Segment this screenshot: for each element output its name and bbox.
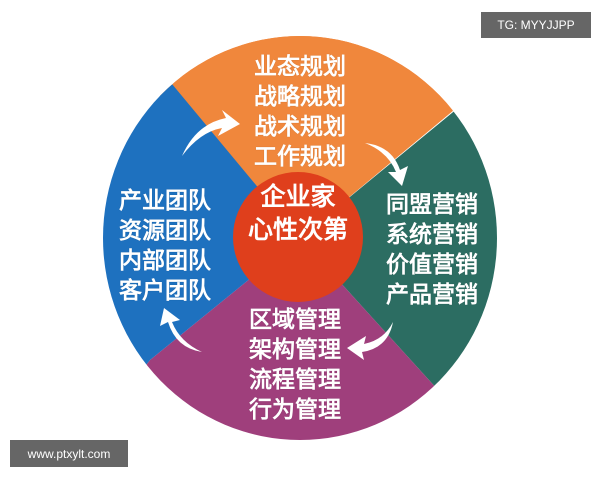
section-top-planning: 业态规划 战略规划 战术规划 工作规划 — [254, 52, 346, 172]
arrow-icon-left-to-top — [182, 110, 240, 156]
right-line: 系统营销 — [386, 222, 478, 248]
bottom-line: 架构管理 — [249, 337, 341, 363]
left-line: 资源团队 — [119, 218, 211, 244]
right-line: 价值营销 — [386, 252, 478, 278]
center-title: 企业家 心性次第 — [233, 180, 363, 246]
center-line: 企业家 — [260, 182, 336, 211]
right-line: 产品营销 — [386, 282, 478, 308]
segment-bottom — [103, 238, 497, 440]
center-circle — [233, 172, 363, 302]
left-line: 产业团队 — [119, 188, 211, 214]
right-line: 同盟营销 — [386, 192, 478, 218]
left-line: 客户团队 — [119, 278, 211, 304]
segment-top-fill — [170, 36, 460, 238]
section-left-teams: 产业团队 资源团队 内部团队 客户团队 — [119, 186, 211, 306]
segment-left — [103, 36, 300, 440]
arrow-icon-top-to-right — [365, 143, 408, 186]
center-line: 心性次第 — [247, 215, 348, 244]
bottom-line: 流程管理 — [249, 367, 341, 393]
section-right-marketing: 同盟营销 系统营销 价值营销 产品营销 — [386, 190, 478, 310]
bottom-line: 行为管理 — [249, 397, 341, 423]
watermark-bottom-left: www.ptxylt.com — [10, 440, 128, 467]
watermark-top-right: TG: MYYJJPP — [481, 12, 591, 38]
top-line: 战略规划 — [254, 84, 346, 110]
arrow-icon-right-to-bottom — [347, 322, 393, 360]
top-line: 工作规划 — [254, 144, 346, 170]
bottom-line: 区域管理 — [249, 307, 341, 333]
top-line: 业态规划 — [254, 54, 346, 80]
top-line: 战术规划 — [254, 114, 346, 140]
section-bottom-management: 区域管理 架构管理 流程管理 行为管理 — [249, 305, 341, 425]
arrow-icon-bottom-to-left — [160, 308, 202, 352]
left-line: 内部团队 — [119, 248, 211, 274]
